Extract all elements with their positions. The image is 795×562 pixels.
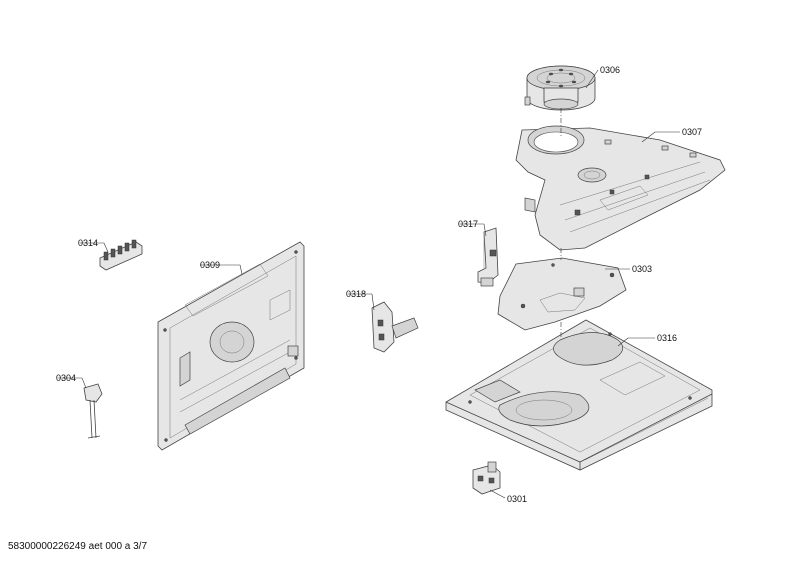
label-0304: 0304	[56, 373, 76, 383]
leader-lines	[58, 69, 680, 499]
label-0317: 0317	[458, 219, 478, 229]
label-0307: 0307	[682, 127, 702, 137]
label-0314: 0314	[78, 238, 98, 248]
part-0301-small-bracket	[472, 461, 501, 495]
part-0316-base-tray	[445, 319, 713, 471]
label-0309: 0309	[200, 260, 220, 270]
label-0316: 0316	[657, 333, 677, 343]
label-0303: 0303	[632, 264, 652, 274]
part-0317-bracket	[477, 227, 499, 287]
label-0301: 0301	[507, 494, 527, 504]
part-0304-sensor	[83, 383, 103, 439]
part-0306-fan	[524, 65, 596, 111]
label-0306: 0306	[600, 65, 620, 75]
part-labels: 0306 0307 0317 0303 0314 0309 0318 0316 …	[56, 65, 702, 504]
part-0307-housing	[515, 125, 726, 251]
label-0318: 0318	[346, 289, 366, 299]
part-0303-plate	[497, 257, 627, 331]
part-0309-rear-wall	[157, 241, 305, 451]
document-id-footer: 58300000226249 aet 000 a 3/7	[8, 541, 148, 552]
part-0318-bracket	[371, 301, 419, 353]
part-0314-terminal-block	[99, 239, 143, 271]
